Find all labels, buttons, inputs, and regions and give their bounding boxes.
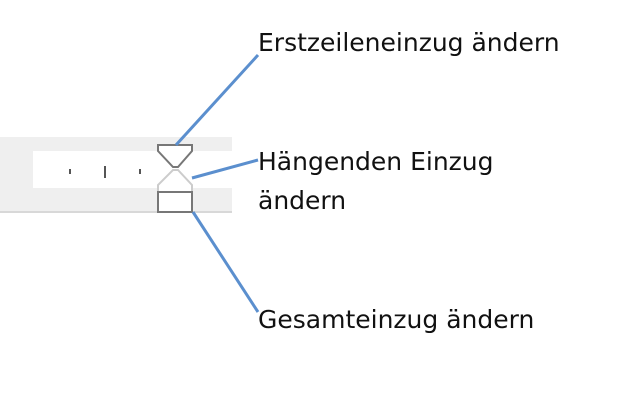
callout-lines	[174, 53, 260, 313]
callout-left	[191, 211, 260, 313]
hanging-indent-label-line2: ändern	[258, 186, 347, 215]
callout-first-line	[174, 53, 260, 147]
left-indent-marker[interactable]	[157, 191, 193, 213]
hanging-indent-label-line1: Hängenden Einzug	[258, 147, 494, 176]
first-line-indent-marker[interactable]	[157, 144, 193, 168]
ruler-text-area	[33, 151, 232, 188]
callout-hanging	[191, 158, 259, 180]
first-line-indent-label: Erstzeileneinzug ändern	[258, 28, 560, 57]
left-indent-label: Gesamteinzug ändern	[258, 305, 535, 334]
ruler-ticks	[69, 166, 141, 178]
